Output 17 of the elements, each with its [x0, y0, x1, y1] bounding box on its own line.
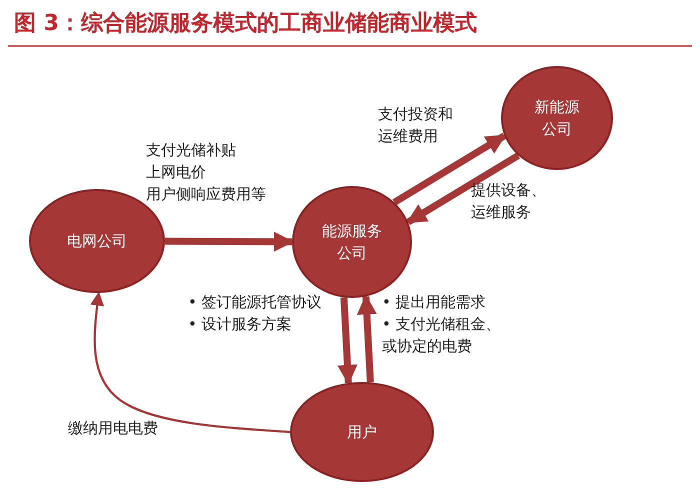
arrow: [164, 232, 294, 252]
node-label: 电网公司: [66, 230, 128, 252]
arrow: [337, 297, 358, 385]
arrow: [90, 292, 290, 434]
arrow: [406, 152, 520, 226]
edge-label: • 签订能源托管协议 • 设计服务方案: [188, 292, 323, 335]
edge-label: 缴纳用电电费: [68, 418, 159, 439]
node-label: 能源服务公司: [321, 220, 383, 264]
node-label: 新能源公司: [534, 96, 580, 140]
edge-label: 提供设备、运维服务: [471, 180, 547, 223]
arrow: [356, 294, 377, 383]
edge-label: • 提出用能需求 • 支付光储租金、或协定的电费: [382, 292, 502, 356]
edge-label: 支付光储补贴上网电价用户侧响应费用等: [146, 140, 267, 204]
edge-label: 支付投资和运维费用: [378, 104, 454, 147]
node-label: 用户: [346, 422, 378, 443]
figure-title: 图 3：综合能源服务模式的工商业储能商业模式: [14, 10, 477, 38]
arrow: [392, 132, 506, 206]
